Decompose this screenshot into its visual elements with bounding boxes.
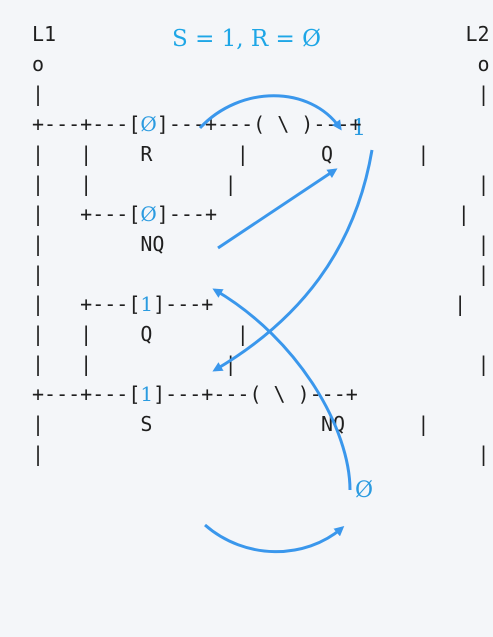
nq-coil-value: Ø (355, 478, 374, 503)
left-rail-label: L1 (32, 22, 57, 46)
arrow-nq-contact-to-q-coil (217, 168, 338, 250)
arrow-nq-coil-to-nq-contact (212, 288, 352, 491)
contact-s-label: S (140, 412, 153, 436)
coil-q-label: Q (321, 142, 334, 166)
contact-r-label: R (140, 142, 153, 166)
arrow-q-coil-to-q-contact (212, 149, 374, 372)
right-rail-label: L2 (465, 22, 490, 46)
arrow-s-to-nq-coil (204, 523, 345, 554)
q-coil-value: 1 (352, 116, 366, 141)
ladder-text: L1 L2 o o | | +---+---[Ø]---+---( \ )---… (32, 22, 493, 466)
contact-nq-label: NQ (140, 232, 165, 256)
right-rail-node: o (477, 52, 490, 76)
contact-r-value: Ø (140, 112, 157, 136)
contact-q-label: Q (140, 322, 153, 346)
contact-nq-value: Ø (140, 202, 157, 226)
contact-q-value: 1 (140, 292, 154, 316)
contact-s-value: 1 (140, 382, 154, 406)
diagram-caption: S = 1, R = Ø (172, 26, 321, 52)
left-rail-node: o (32, 52, 45, 76)
arrow-r-to-q-coil (198, 94, 342, 131)
